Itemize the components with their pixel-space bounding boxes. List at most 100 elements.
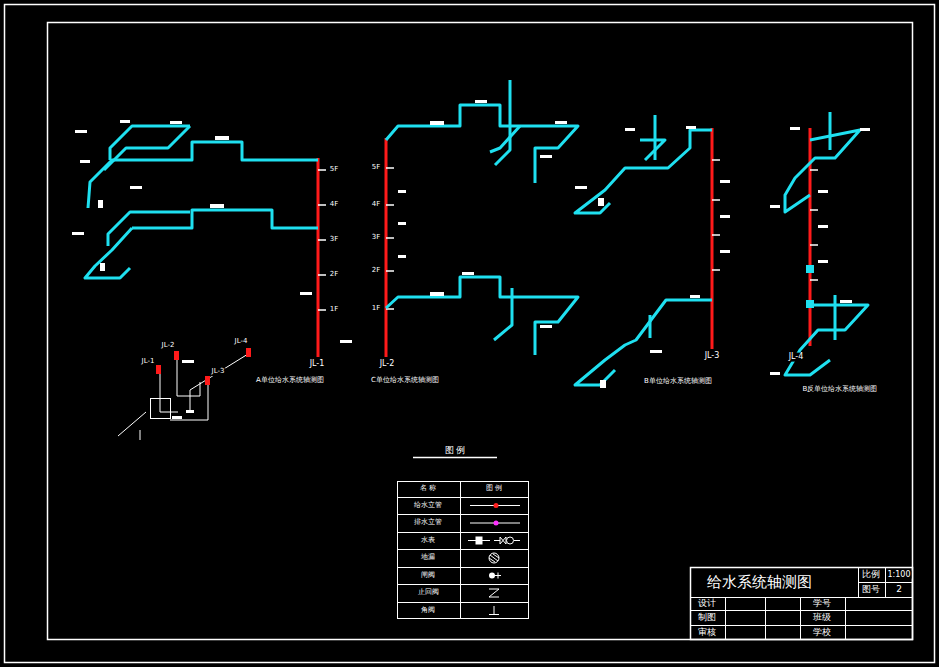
legend-symbols [500,537,506,544]
legend-label: 排水立管 [413,519,443,527]
legend-symbols [507,537,514,544]
legend-symbols [494,540,500,541]
floor-label: 1F [329,306,339,314]
fittings [818,225,828,228]
title-block-cell: 2 [895,585,903,595]
floor-ticks [318,160,818,310]
schematic [205,376,210,385]
legend-symbols [476,537,482,544]
floor-ticks [386,167,394,169]
supply-pipe [785,130,860,212]
title-block [765,597,766,640]
legend-heading: 图 例 [444,446,467,456]
fittings [300,292,312,295]
fittings [398,222,406,225]
fittings [100,263,105,271]
fittings [98,200,103,208]
fittings [215,136,229,140]
supply-pipe [132,142,318,160]
legend-table [397,567,529,568]
frame [48,23,913,640]
legend-table [397,514,529,515]
legend-symbols [494,606,495,614]
frame [5,5,935,663]
legend-symbols [498,573,499,579]
fittings [806,300,814,308]
fittings [818,260,828,263]
drawing-title: 给水系统轴测图 [706,574,813,591]
fittings [340,340,352,343]
title-block-cell: 学号 [812,599,832,609]
schematic [151,399,171,419]
legend-symbols [494,503,499,508]
floor-label: 1F [371,305,381,313]
fittings [840,300,852,303]
fittings [72,232,84,235]
fittings [686,126,696,129]
fittings [600,380,606,388]
fittings [650,350,662,353]
fittings [625,128,635,131]
riser-pipe [317,158,320,357]
riser-label: JL-1 [141,358,156,366]
fittings [210,204,224,208]
fittings [770,205,780,208]
floor-ticks [712,269,720,271]
title-block-cell: 1:100 [886,570,911,579]
floor-ticks [712,234,720,236]
title-block-cell: 比例 [861,570,881,580]
floor-label: 3F [371,234,381,242]
floor-ticks [810,209,818,211]
schematic [190,354,248,410]
supply-pipe [829,112,832,150]
schematic [140,430,141,440]
legend-symbols [489,573,495,579]
legend-symbols [489,589,499,597]
legend-label: 止回阀 [417,589,440,597]
title-block [858,582,913,583]
legend-table [397,532,529,533]
supply-pipe [834,295,837,340]
floor-ticks [386,270,394,272]
supply-pipe [495,80,510,165]
drawing-caption: A单位给水系统轴测图 [255,377,325,385]
floor-label: 4F [371,201,381,209]
title-block [690,625,913,626]
legend-label: 水表 [420,537,436,545]
legend-label: 角阀 [420,607,436,615]
riser-pipe [711,128,714,349]
fittings [72,100,870,388]
fittings [720,180,730,183]
fittings [80,160,90,163]
supply-pipe [640,140,665,160]
fittings [860,128,870,131]
fittings [770,372,780,375]
title-block [691,568,913,640]
fittings [806,265,814,273]
riser-label: JL-3 [704,352,721,361]
legend-table [397,458,529,620]
fittings [790,127,800,130]
drawing-caption: B单位给水系统轴测图 [643,378,713,386]
fittings [475,100,487,103]
legend-label: 闸阀 [420,572,436,580]
floor-label: 4F [329,201,339,209]
floor-ticks [318,309,326,311]
legend-table [397,549,529,550]
fittings [120,120,130,123]
riser-pipe [385,138,388,357]
supply-pipe [575,130,712,213]
floor-ticks [386,237,394,239]
title-block-cell: 设计 [697,599,717,609]
floor-ticks [318,204,326,206]
riser-label: JL-2 [379,360,396,369]
drawing-caption: B反单位给水系统轴测图 [802,386,879,394]
legend-table [397,497,529,498]
legend-table [397,584,529,585]
title-block [845,597,846,640]
supply-pipe [104,126,190,170]
floor-label: 5F [371,164,381,172]
legend-symbols [489,554,499,562]
schematic [246,348,251,357]
floor-ticks [810,169,818,171]
